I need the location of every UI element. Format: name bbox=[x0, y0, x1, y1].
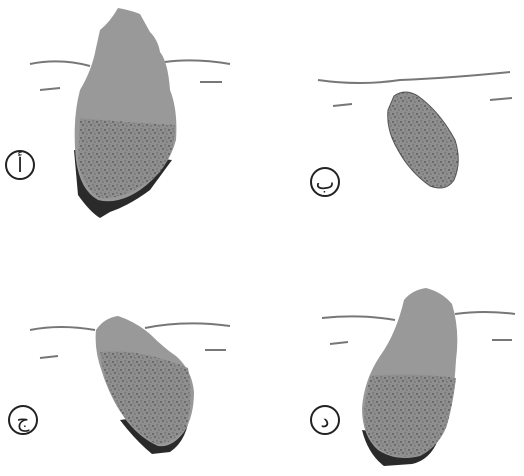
water-ripple-b-right bbox=[490, 98, 512, 100]
water-line-c bbox=[30, 327, 95, 330]
label-d: د bbox=[310, 405, 340, 435]
water-line-a-right bbox=[165, 60, 230, 64]
rock-a-speckle bbox=[78, 118, 175, 198]
water-line-c-right bbox=[145, 323, 230, 328]
rock-c-speckle bbox=[100, 351, 191, 444]
water-ripple-c-left bbox=[40, 356, 58, 358]
panel-d bbox=[322, 288, 515, 466]
panel-c bbox=[30, 316, 230, 454]
label-a: أ bbox=[5, 150, 35, 180]
panel-b bbox=[318, 72, 512, 188]
water-line-d bbox=[322, 316, 395, 320]
panel-a bbox=[30, 8, 230, 218]
rock-d-speckle bbox=[364, 374, 456, 457]
label-c: ج bbox=[8, 405, 38, 435]
water-ripple-a-left bbox=[40, 88, 60, 90]
water-line-d-right bbox=[455, 312, 515, 314]
water-line-a bbox=[30, 61, 90, 66]
water-ripple-b-left bbox=[333, 104, 352, 106]
water-ripple-d-left bbox=[330, 342, 348, 344]
rock-b bbox=[388, 92, 459, 188]
label-b: ب bbox=[310, 167, 340, 197]
water-line-b bbox=[318, 72, 510, 83]
